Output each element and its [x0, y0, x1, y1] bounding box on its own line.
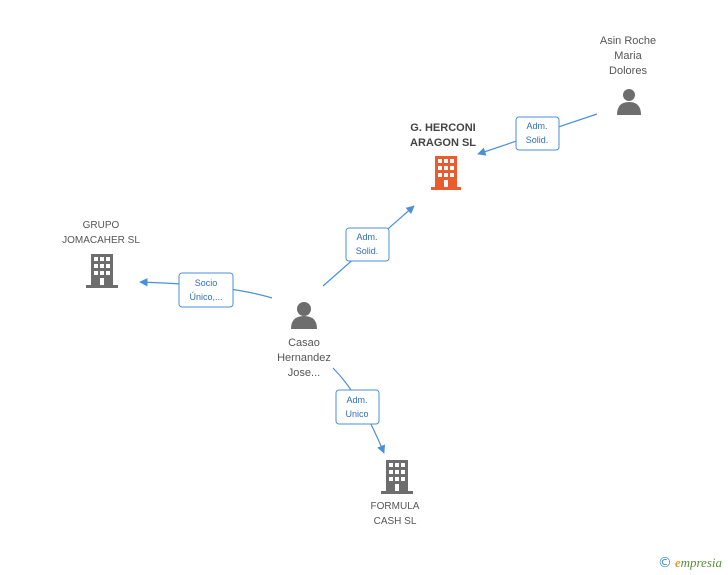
- node-label-line: Dolores: [609, 65, 647, 77]
- edge-label-line: Único,...: [189, 292, 222, 302]
- node-label-line: FORMULA: [371, 501, 420, 512]
- edge-label-line: Adm.: [526, 121, 547, 131]
- node-label-line: Maria: [614, 50, 642, 62]
- edge-label-line: Solid.: [526, 135, 549, 145]
- person-icon: [617, 89, 641, 115]
- node-formula-cash[interactable]: FORMULA CASH SL: [371, 460, 420, 527]
- node-label-line: G. HERCONI: [410, 122, 475, 134]
- edge-casao-to-formula[interactable]: Adm. Unico: [332, 367, 385, 454]
- copyright-icon: ©: [657, 555, 672, 571]
- edge-label-line: Adm.: [346, 395, 367, 405]
- building-icon: [86, 254, 118, 288]
- node-label-line: JOMACAHER SL: [62, 235, 140, 246]
- brand-rest: mpresia: [680, 555, 722, 570]
- edge-casao-to-herconi[interactable]: Adm. Solid.: [322, 205, 415, 287]
- edge-casao-to-grupo[interactable]: Socio Único,...: [139, 272, 273, 308]
- edge-asin-to-herconi[interactable]: Adm. Solid.: [477, 113, 598, 156]
- brand-initial: e: [674, 555, 681, 570]
- node-label-line: Casao: [288, 337, 320, 349]
- building-icon: [381, 460, 413, 494]
- node-grupo-jomacaher[interactable]: GRUPO JOMACAHER SL: [62, 220, 140, 288]
- node-label-line: GRUPO: [83, 220, 120, 231]
- edge-label-line: Unico: [345, 409, 368, 419]
- node-label-line: ARAGON SL: [410, 137, 476, 149]
- node-label-line: Jose...: [288, 367, 320, 379]
- node-label-line: Asin Roche: [600, 35, 656, 47]
- empresia-watermark[interactable]: © empresia: [658, 555, 722, 571]
- edge-label-line: Solid.: [356, 246, 379, 256]
- edge-label-line: Socio: [195, 278, 218, 288]
- building-icon: [431, 156, 461, 190]
- edge-label-line: Adm.: [356, 232, 377, 242]
- node-label-line: Hernandez: [277, 352, 331, 364]
- node-label-line: CASH SL: [374, 516, 417, 527]
- node-asin-roche[interactable]: Asin Roche Maria Dolores: [600, 35, 656, 115]
- brand-logo: empresia: [675, 555, 722, 571]
- node-herconi-aragon[interactable]: G. HERCONI ARAGON SL: [410, 122, 476, 190]
- person-icon: [291, 302, 317, 329]
- node-casao-hernandez[interactable]: Casao Hernandez Jose...: [277, 302, 331, 379]
